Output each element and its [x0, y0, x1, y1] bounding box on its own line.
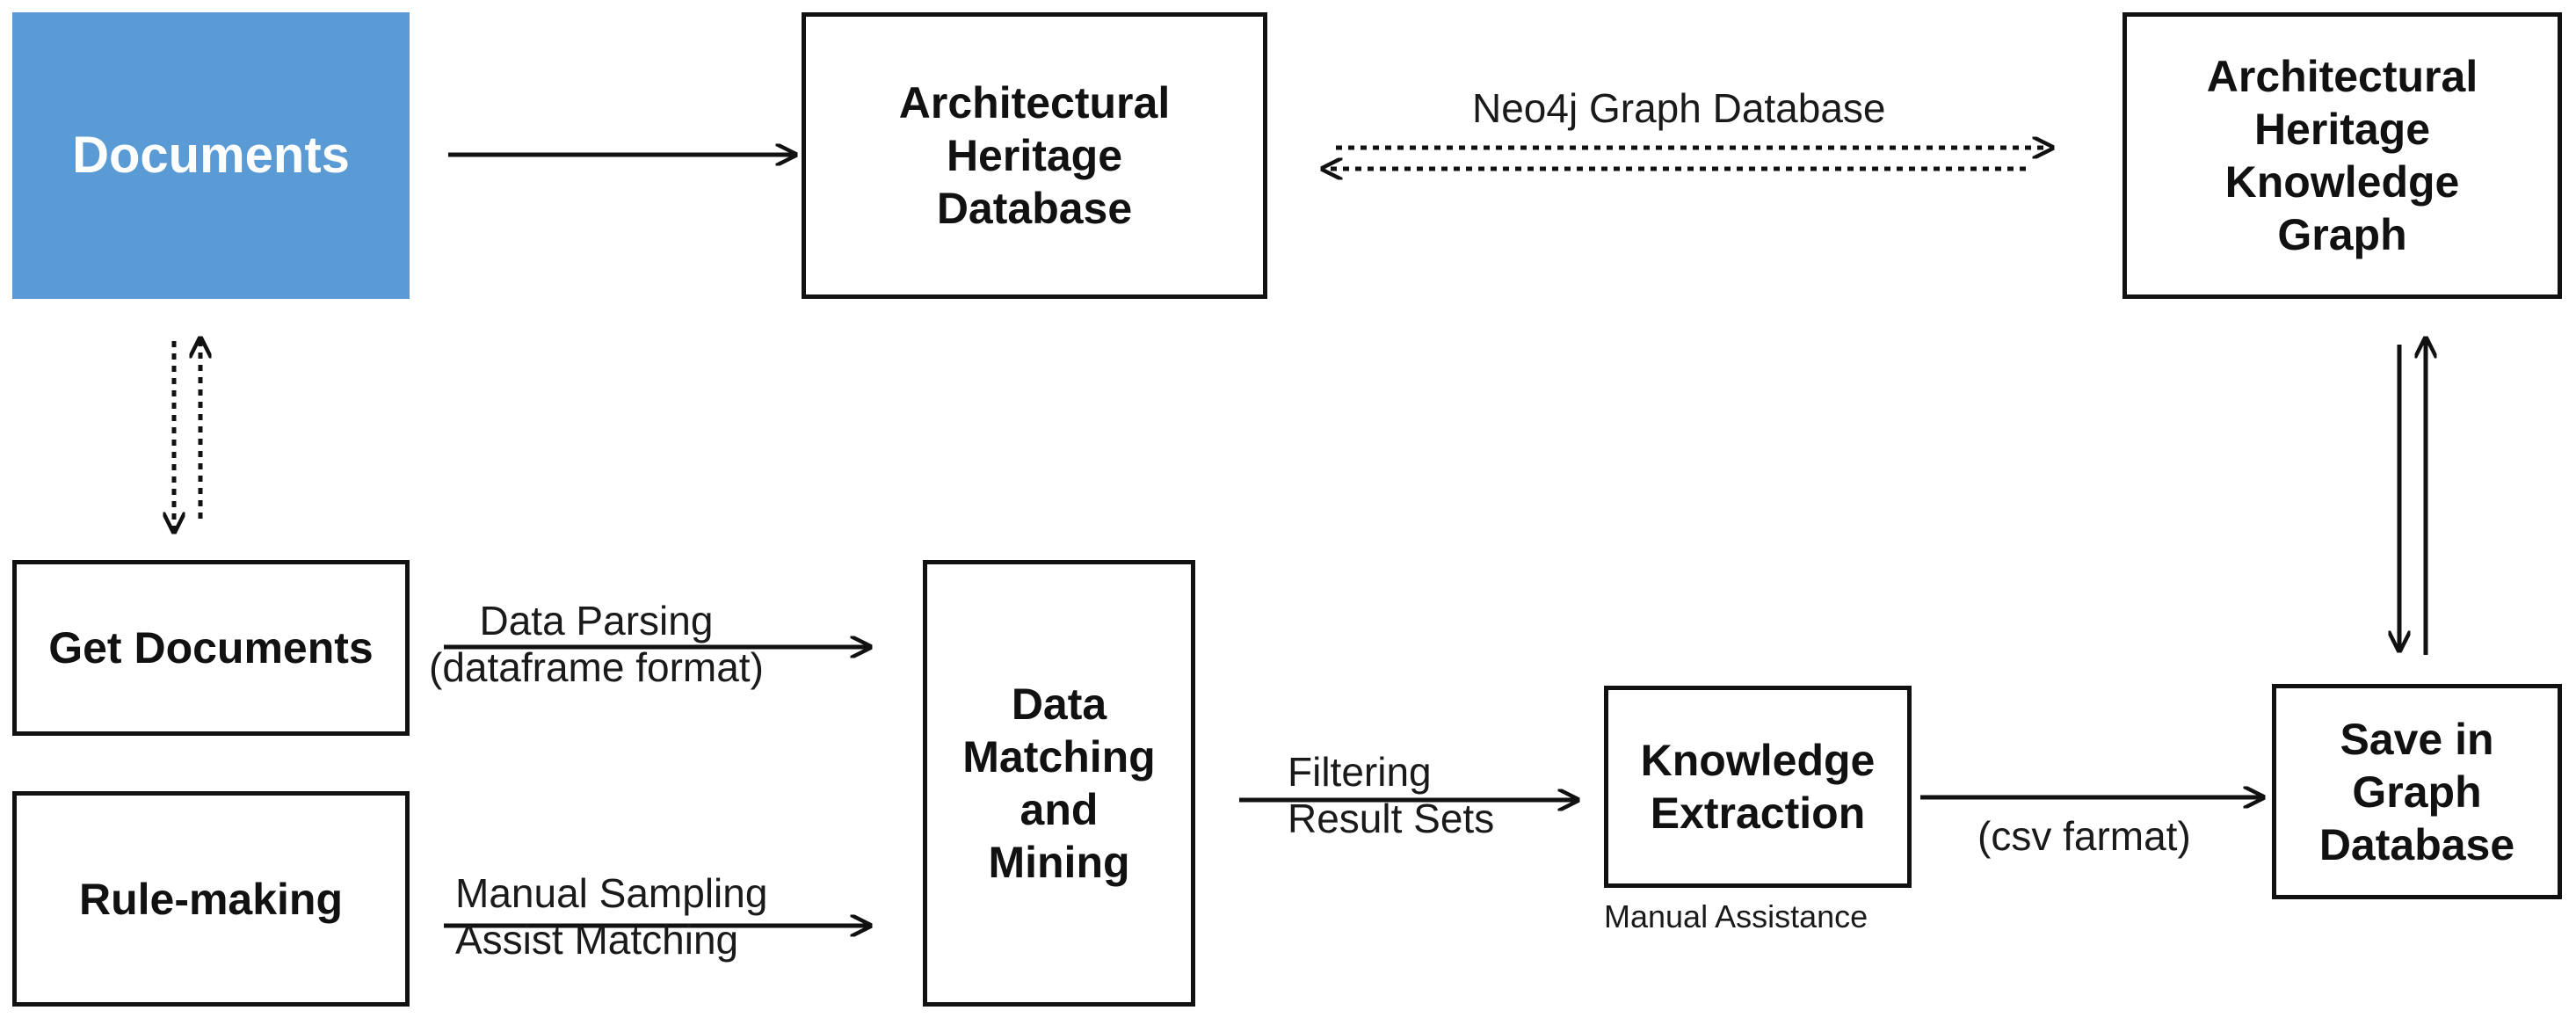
knowledge-graph-label: Architectural Heritage Knowledge Graph [2206, 52, 2478, 259]
documents-label: Documents [72, 127, 350, 185]
neo4j-edge-label: Neo4j Graph Database [1472, 85, 1886, 131]
manual-sampling-edge-label: Manual Sampling Assist Matching [455, 870, 768, 963]
save-graph-db-node: Save in Graph Database [2272, 684, 2562, 899]
knowledge-extraction-node: Knowledge Extraction [1604, 686, 1912, 888]
get-documents-label: Get Documents [48, 623, 374, 672]
data-matching-node: Data Matching and Mining [923, 560, 1195, 1007]
knowledge-extraction-label: Knowledge Extraction [1640, 736, 1876, 838]
manual-assistance-label: Manual Assistance [1604, 898, 1869, 934]
heritage-db-label: Architectural Heritage Database [898, 78, 1171, 233]
rule-making-label: Rule-making [78, 874, 344, 924]
csv-format-edge-label: (csv farmat) [1977, 813, 2191, 859]
data-parsing-edge-label: Data Parsing (dataframe format) [429, 598, 764, 690]
rule-making-node: Rule-making [12, 791, 410, 1007]
save-graph-db-label: Save in Graph Database [2318, 714, 2515, 869]
data-matching-label: Data Matching and Mining [962, 680, 1156, 887]
filtering-edge-label: Filtering Result Sets [1288, 749, 1495, 841]
documents-node: Documents [12, 12, 410, 299]
heritage-db-node: Architectural Heritage Database [802, 12, 1267, 299]
get-documents-node: Get Documents [12, 560, 410, 736]
knowledge-graph-node: Architectural Heritage Knowledge Graph [2122, 12, 2562, 299]
